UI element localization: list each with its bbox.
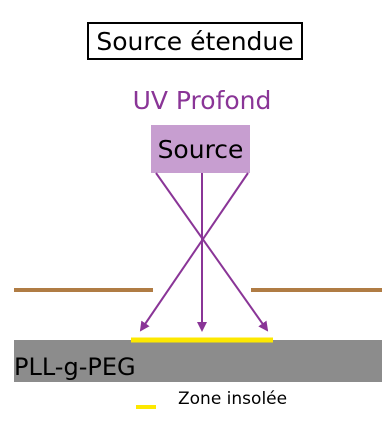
substrate-layer [14, 340, 382, 382]
source-label: Source [157, 134, 244, 164]
uv-label: UV Profond [132, 86, 272, 115]
source-label-box: Source [151, 125, 250, 173]
substrate-label: PLL-g-PEG [14, 353, 136, 381]
diagram-title: Source étendue [96, 26, 294, 56]
ray-left [139, 172, 249, 332]
legend-label: Zone insolée [178, 389, 288, 409]
ray-right [155, 172, 269, 332]
title-box: Source étendue [87, 22, 303, 60]
source-block [151, 125, 250, 173]
